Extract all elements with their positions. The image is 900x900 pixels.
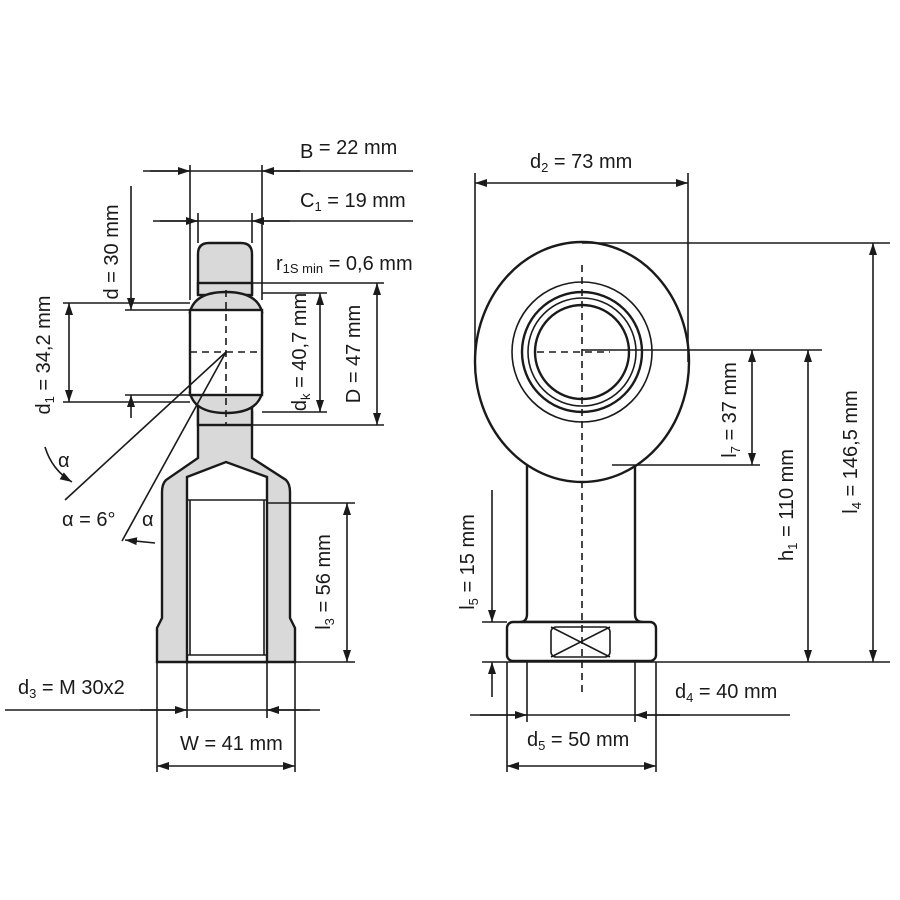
- side-view: B = 22 mm C1 = 19 mm r1S min = 0,6 mm d …: [5, 137, 413, 772]
- dim-D: D = 47 mm: [343, 305, 365, 403]
- wrench-flat: [550, 626, 611, 658]
- dim-l3: l3 = 56 mm: [313, 534, 337, 630]
- dim-d3: d3 = M 30x2: [18, 677, 125, 701]
- ring: [527, 297, 637, 407]
- dim-d: d = 30 mm: [101, 204, 123, 299]
- front-view: d2 = 73 mm l4 = 146,5 mm h1 = 110 mm l7 …: [457, 151, 890, 772]
- dim-B: B = 22 mm: [300, 137, 397, 163]
- dim-d1: d1 = 34,2 mm: [33, 296, 57, 415]
- dim-W: W = 41 mm: [180, 733, 283, 755]
- alpha-symbol: α: [142, 509, 154, 531]
- dim-h1: h1 = 110 mm: [776, 449, 800, 561]
- threaded-bore: [185, 460, 269, 664]
- tilt-line: [121, 351, 227, 542]
- dim-d5: d5 = 50 mm: [527, 729, 629, 753]
- alpha-symbol: α: [58, 450, 70, 472]
- dim-alpha: α = 6°: [62, 509, 115, 531]
- dim-l7: l7 = 37 mm: [719, 362, 743, 458]
- dim-C1: C1 = 19 mm: [300, 190, 406, 214]
- dim-d2: d2 = 73 mm: [530, 151, 632, 175]
- dim-r1s-min: r1S min = 0,6 mm: [276, 253, 413, 276]
- dim-l5: l5 = 15 mm: [457, 514, 481, 610]
- alpha-arrow: [124, 537, 156, 546]
- alpha-arrow: [44, 446, 73, 483]
- dim-l4: l4 = 146,5 mm: [840, 390, 864, 513]
- dim-dk: dk = 40,7 mm: [289, 293, 313, 411]
- housing-top: [196, 241, 254, 295]
- tilt-line: [64, 351, 227, 501]
- dim-d4: d4 = 40 mm: [675, 681, 777, 705]
